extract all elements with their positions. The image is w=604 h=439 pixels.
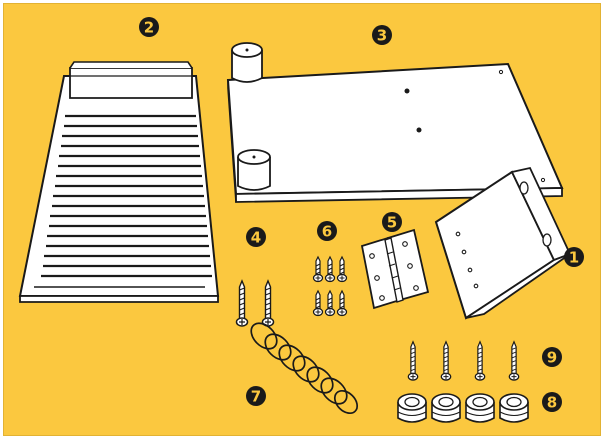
- callout-7-label: 7: [251, 388, 261, 406]
- callout-5-label: 5: [387, 214, 397, 232]
- callout-6: 6: [317, 221, 337, 241]
- callout-9-label: 9: [547, 349, 557, 367]
- long-screws: [237, 281, 274, 326]
- callout-5: 5: [382, 212, 402, 232]
- callout-2-label: 2: [144, 19, 154, 37]
- callout-8-label: 8: [547, 394, 557, 412]
- callout-3: 3: [372, 25, 392, 45]
- callout-1: 1: [564, 247, 584, 267]
- callout-8: 8: [542, 392, 562, 412]
- post-front: [238, 150, 270, 190]
- callout-4: 4: [246, 227, 266, 247]
- callout-9: 9: [542, 347, 562, 367]
- post-back: [232, 43, 262, 82]
- callout-1-label: 1: [569, 249, 579, 267]
- callout-3-label: 3: [377, 27, 387, 45]
- small-screws: [314, 257, 347, 316]
- callout-2: 2: [139, 17, 159, 37]
- rubber-feet: [398, 394, 528, 422]
- foot-screws: [408, 342, 518, 380]
- callout-7: 7: [246, 386, 266, 406]
- coil-spring: [246, 318, 361, 417]
- hinge: [362, 230, 428, 308]
- callout-6-label: 6: [322, 223, 332, 241]
- slotted-plate: [20, 62, 218, 302]
- callout-4-label: 4: [251, 229, 261, 247]
